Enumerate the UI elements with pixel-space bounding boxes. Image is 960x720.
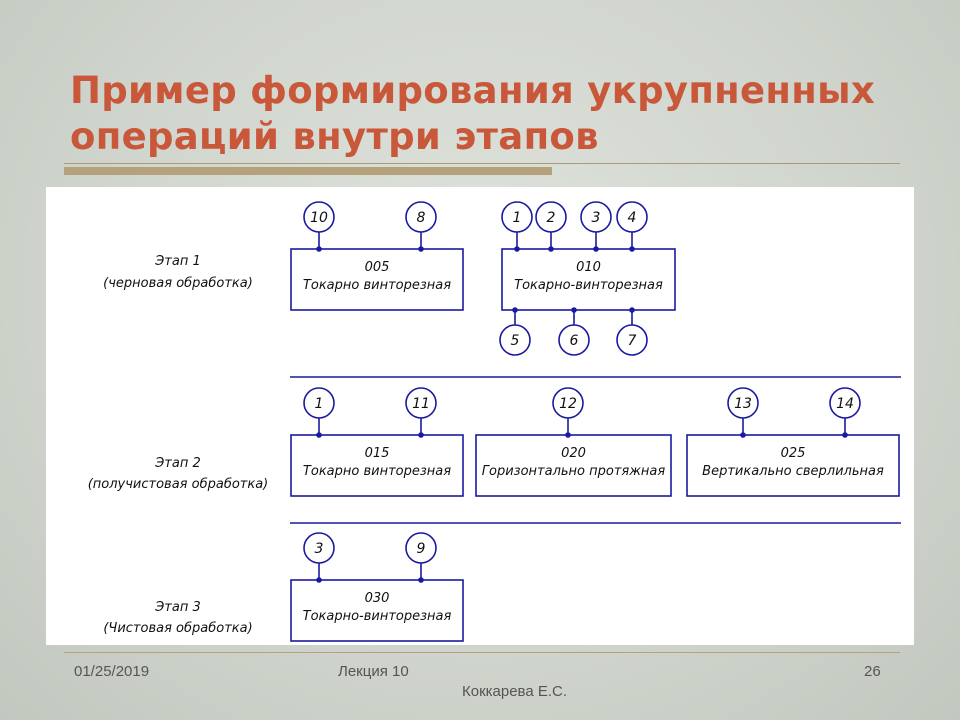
surface-number: 3 xyxy=(315,541,324,557)
operation-box xyxy=(290,579,464,642)
surface-number: 11 xyxy=(412,396,430,412)
surface-number: 1 xyxy=(513,210,522,226)
slide-number: 26 xyxy=(864,663,881,680)
operation-code: 010 xyxy=(576,260,601,275)
surface-number: 6 xyxy=(570,333,579,349)
operation-code: 005 xyxy=(365,260,390,275)
surface-number: 12 xyxy=(559,396,577,412)
slide-title: Пример формирования укрупненных операций… xyxy=(70,69,876,158)
operation-box xyxy=(290,248,464,311)
stage-description: (черновая обработка) xyxy=(103,276,253,291)
operation-code: 015 xyxy=(365,446,390,461)
title-divider-line xyxy=(64,163,900,164)
connector-dot xyxy=(740,432,746,438)
surface-number: 10 xyxy=(310,210,328,226)
connector-dot xyxy=(316,246,322,252)
stage-label: Этап 3 xyxy=(154,600,201,615)
operation-code: 020 xyxy=(561,446,586,461)
connector-dot xyxy=(316,432,322,438)
connector-dot xyxy=(418,577,424,583)
operation-name: Горизонтально протяжная xyxy=(482,464,666,479)
surface-number: 1 xyxy=(315,396,324,412)
connector-dot xyxy=(514,246,520,252)
operation-name: Токарно винторезная xyxy=(303,278,451,293)
operation-box xyxy=(475,434,672,497)
connector-dot xyxy=(316,577,322,583)
stage-label: Этап 2 xyxy=(154,456,201,471)
connector-dot xyxy=(418,246,424,252)
operation-name: Токарно винторезная xyxy=(303,464,451,479)
surface-number: 3 xyxy=(592,210,601,226)
operation-name: Вертикально сверлильная xyxy=(702,464,884,479)
diagram-panel: Этап 1 (черновая обработка) Этап 2 (получис… xyxy=(46,187,914,645)
surface-number: 8 xyxy=(417,210,426,226)
surface-number: 2 xyxy=(547,210,556,226)
connector-dot xyxy=(418,432,424,438)
operations-diagram: Этап 1 (черновая обработка) Этап 2 (получис… xyxy=(88,201,901,642)
title-accent-bar xyxy=(64,167,552,175)
stage-label: Этап 1 xyxy=(154,254,201,269)
operation-name: Токарно-винторезная xyxy=(514,278,663,293)
footer-lecture: Лекция 10 xyxy=(338,663,409,680)
surface-number: 5 xyxy=(511,333,520,349)
connector-dot xyxy=(512,307,518,313)
connector-dot xyxy=(571,307,577,313)
surface-number: 13 xyxy=(734,396,752,412)
connector-dot xyxy=(548,246,554,252)
operation-code: 030 xyxy=(365,591,390,606)
connector-dot xyxy=(565,432,571,438)
surface-number: 7 xyxy=(628,333,637,349)
stage-description: (Чистовая обработка) xyxy=(103,621,252,636)
operation-box xyxy=(290,434,464,497)
surface-number: 4 xyxy=(628,210,637,226)
footer-divider xyxy=(64,652,900,653)
connector-dot xyxy=(629,307,635,313)
connector-dot xyxy=(593,246,599,252)
operation-name: Токарно-винторезная xyxy=(303,609,452,624)
operation-box xyxy=(686,434,900,497)
operation-code: 025 xyxy=(781,446,806,461)
surface-number: 14 xyxy=(836,396,854,412)
stage-description: (получистовая обработка) xyxy=(88,477,269,492)
footer-date: 01/25/2019 xyxy=(74,663,150,680)
operation-box xyxy=(501,248,676,311)
connector-dot xyxy=(842,432,848,438)
footer-author: Коккарева Е.С. xyxy=(462,683,568,700)
surface-number: 9 xyxy=(417,541,426,557)
connector-dot xyxy=(629,246,635,252)
